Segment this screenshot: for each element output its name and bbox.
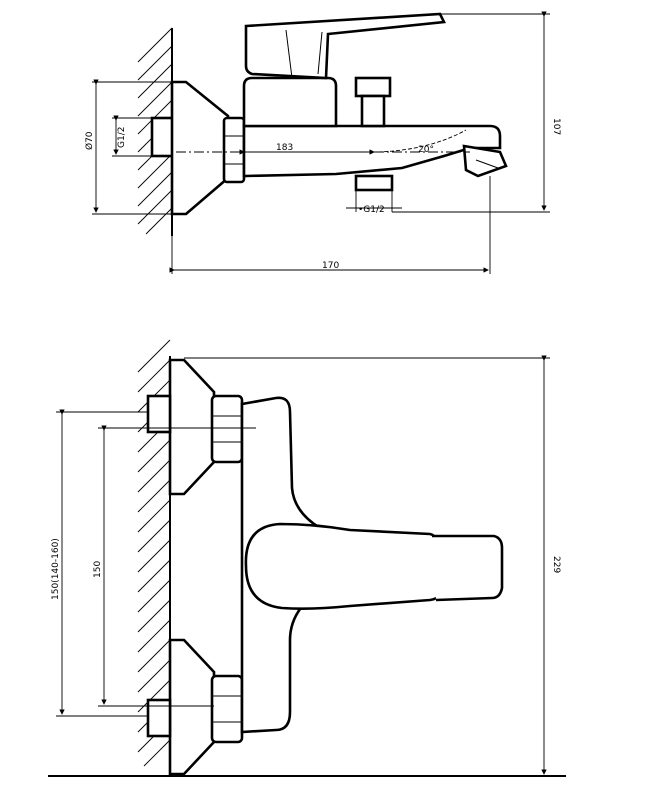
front-view: 150(140-160) 150 229: [48, 339, 566, 777]
top-view: 107 Ø70 G1/2 183 20° •G1/2 170: [84, 11, 561, 274]
dim-inlet-thread-label: G1/2: [117, 127, 127, 148]
diverter-stem: [360, 94, 386, 128]
outlet-nut: [354, 174, 394, 192]
upper-inlet-stub: [146, 394, 172, 434]
handle-tip: [432, 534, 504, 602]
handle-front: [244, 522, 446, 610]
dim-adjustable-range-label: 150(140-160): [51, 538, 61, 600]
dim-total-height-label: 229: [551, 556, 561, 573]
dim-angle-label: 20°: [418, 145, 434, 155]
diverter-knob: [354, 76, 392, 98]
hex-nut-top: [222, 116, 246, 184]
upper-hex-nut: [210, 394, 244, 464]
dim-spout-offset-label: 183: [276, 143, 293, 153]
dim-center-label: 150: [93, 561, 103, 578]
mixer-body-top: [242, 76, 338, 128]
wall-flange: [170, 80, 230, 216]
lower-flange: [168, 638, 216, 776]
upper-flange: [168, 358, 216, 496]
dim-outlet-thread-label: •G1/2: [358, 205, 385, 215]
lower-inlet-stub: [146, 698, 172, 738]
dim-height-label: 107: [551, 118, 561, 135]
dim-diameter-label: Ø70: [84, 131, 95, 150]
dim-total-length-label: 170: [322, 261, 339, 271]
lower-hex-nut: [210, 674, 244, 744]
handle-lever: [244, 12, 447, 80]
aerator: [462, 144, 508, 178]
